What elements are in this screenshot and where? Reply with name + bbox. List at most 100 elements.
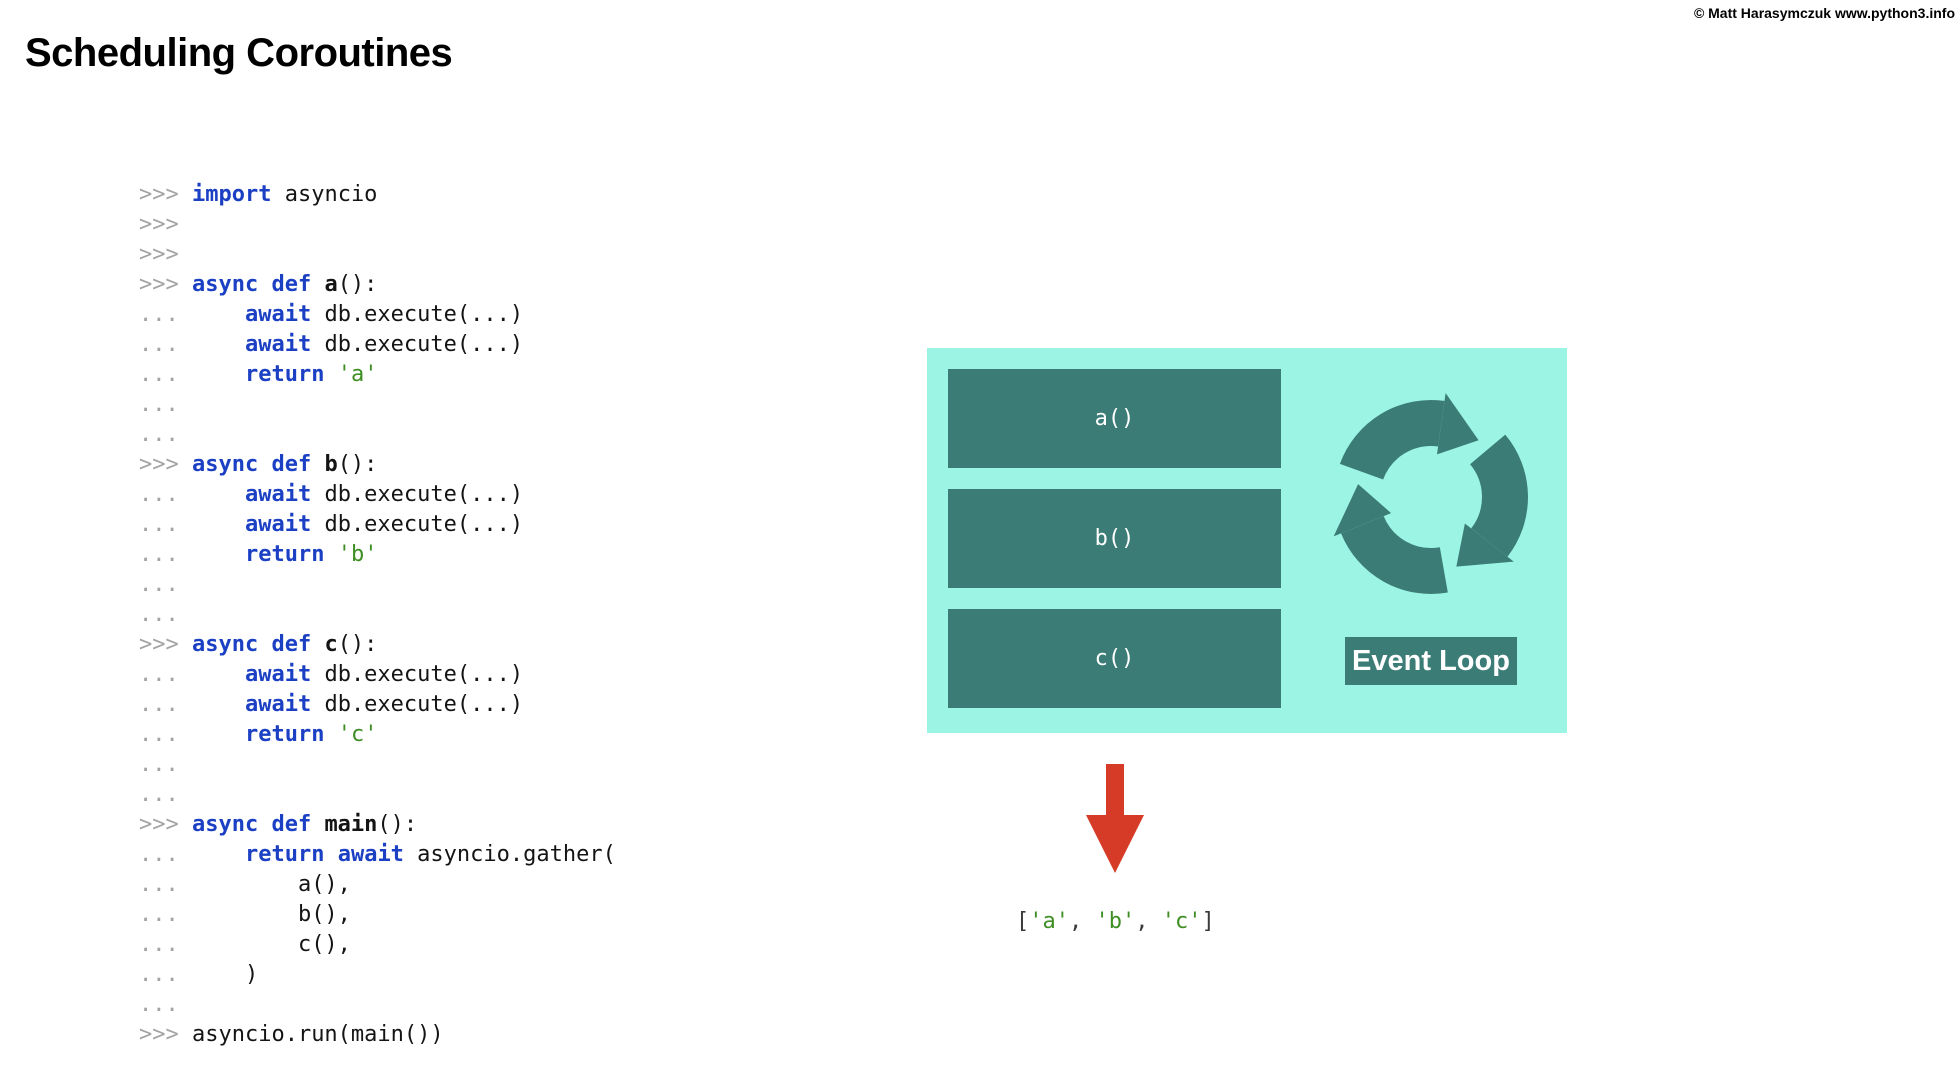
code-line: >>> asyncio.run(main()) [139, 1020, 616, 1050]
code-line: ... c(), [139, 930, 616, 960]
code-segment: [ [1016, 909, 1030, 934]
code-segment: await [244, 332, 312, 357]
code-line: ... [139, 570, 616, 600]
page-title: Scheduling Coroutines [25, 30, 453, 75]
code-segment: ... [139, 482, 192, 507]
code-segment: db.execute(...) [311, 482, 524, 507]
code-segment [192, 662, 245, 687]
code-segment: c [324, 632, 338, 657]
code-segment [324, 362, 337, 387]
code-segment: return [244, 842, 325, 867]
code-segment: return [244, 542, 325, 567]
code-segment [192, 842, 245, 867]
code-segment: >>> [139, 632, 192, 657]
code-line: >>> async def main(): [139, 810, 616, 840]
code-segment: ... [139, 752, 179, 777]
code-line: ... [139, 420, 616, 450]
python-repl-code-block: >>> import asyncio>>>>>>>>> async def a(… [139, 180, 616, 1050]
code-segment: await [244, 662, 312, 687]
code-segment: >>> [139, 1022, 192, 1047]
code-segment: ] [1201, 909, 1215, 934]
code-segment: ... [139, 422, 179, 447]
code-line: ... return 'b' [139, 540, 616, 570]
copyright-notice: © Matt Harasymczuk www.python3.info [1693, 5, 1955, 21]
task-label: c() [1094, 646, 1135, 671]
code-line: ... [139, 990, 616, 1020]
code-segment [324, 542, 337, 567]
code-segment: 'c' [337, 722, 378, 747]
code-segment: a [324, 272, 338, 297]
code-segment: b(), [191, 902, 351, 927]
code-line: ... a(), [139, 870, 616, 900]
code-segment: a(), [191, 872, 351, 897]
code-segment [192, 482, 245, 507]
code-segment: 'b' [1095, 909, 1136, 934]
code-segment: async def [191, 452, 325, 477]
code-line: >>> async def b(): [139, 450, 616, 480]
code-line: ... await db.execute(...) [139, 330, 616, 360]
code-segment: await [244, 512, 312, 537]
code-segment: return [244, 722, 325, 747]
code-line: ... [139, 780, 616, 810]
code-line: ... [139, 390, 616, 420]
code-segment: async def [191, 272, 325, 297]
code-line: ... await db.execute(...) [139, 510, 616, 540]
code-segment: (): [337, 632, 378, 657]
code-segment: async def [191, 812, 325, 837]
code-segment: db.execute(...) [311, 662, 524, 687]
code-segment: return [244, 362, 325, 387]
code-segment: db.execute(...) [311, 512, 524, 537]
code-segment: asyncio.gather( [403, 842, 616, 867]
code-segment: main [324, 812, 378, 837]
code-segment: (): [337, 272, 378, 297]
code-line: ... await db.execute(...) [139, 660, 616, 690]
code-segment: ) [191, 962, 259, 987]
code-segment: ... [139, 302, 192, 327]
code-segment: asyncio.run(main()) [191, 1022, 444, 1047]
code-segment [192, 692, 245, 717]
code-segment: , [1135, 909, 1162, 934]
code-segment: ... [139, 722, 192, 747]
down-arrow-icon [1086, 764, 1144, 873]
code-segment [192, 512, 245, 537]
code-line: ... [139, 750, 616, 780]
code-segment: ... [139, 782, 179, 807]
code-line: ... return await asyncio.gather( [139, 840, 616, 870]
task-box-c: c() [948, 609, 1281, 708]
code-segment: ... [139, 872, 192, 897]
code-line: >>> async def c(): [139, 630, 616, 660]
code-segment [192, 542, 245, 567]
code-segment: ... [139, 962, 192, 987]
code-segment: ... [139, 992, 179, 1017]
code-segment: >>> [139, 212, 179, 237]
circular-arrows-icon [1326, 393, 1536, 602]
code-segment [324, 842, 337, 867]
code-segment: import [191, 182, 272, 207]
code-segment: b [324, 452, 338, 477]
code-line: >>> [139, 210, 616, 240]
code-line: ... await db.execute(...) [139, 690, 616, 720]
code-segment: await [244, 302, 312, 327]
code-segment: db.execute(...) [311, 302, 524, 327]
event-loop-badge: Event Loop [1345, 637, 1517, 685]
code-line: ... await db.execute(...) [139, 300, 616, 330]
code-segment: ... [139, 692, 192, 717]
code-line: ... await db.execute(...) [139, 480, 616, 510]
code-segment: >>> [139, 812, 192, 837]
code-segment: db.execute(...) [311, 332, 524, 357]
code-segment [192, 362, 245, 387]
code-segment: await [337, 842, 404, 867]
code-segment [324, 722, 337, 747]
code-segment: ... [139, 332, 192, 357]
code-segment: await [244, 482, 312, 507]
result-output: ['a', 'b', 'c'] [1016, 907, 1215, 937]
code-segment: ... [139, 902, 192, 927]
code-segment: (): [337, 452, 378, 477]
code-line: ... ) [139, 960, 616, 990]
code-segment: , [1069, 909, 1096, 934]
code-segment: ... [139, 932, 192, 957]
code-line: ... return 'c' [139, 720, 616, 750]
code-segment: 'c' [1161, 909, 1202, 934]
task-box-b: b() [948, 489, 1281, 588]
code-line: >>> [139, 240, 616, 270]
